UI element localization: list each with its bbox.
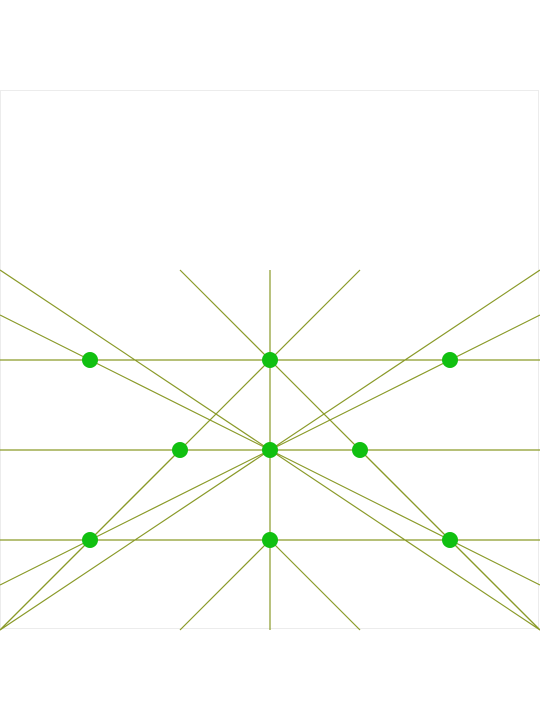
board-point-p-3-3[interactable] (262, 532, 278, 548)
board-point-p-2-2[interactable] (172, 442, 188, 458)
board-point-p-2-3[interactable] (262, 442, 278, 458)
board-point-p-1-5[interactable] (442, 352, 458, 368)
board-point-p-3-5[interactable] (442, 532, 458, 548)
board-point-p-2-4[interactable] (352, 442, 368, 458)
board-line-diag-g (179, 539, 271, 631)
points-layer (82, 352, 458, 548)
board-point-p-1-1[interactable] (82, 352, 98, 368)
board-line-diag-h (269, 539, 361, 631)
board-point-p-1-3[interactable] (262, 352, 278, 368)
board-point-p-3-1[interactable] (82, 532, 98, 548)
